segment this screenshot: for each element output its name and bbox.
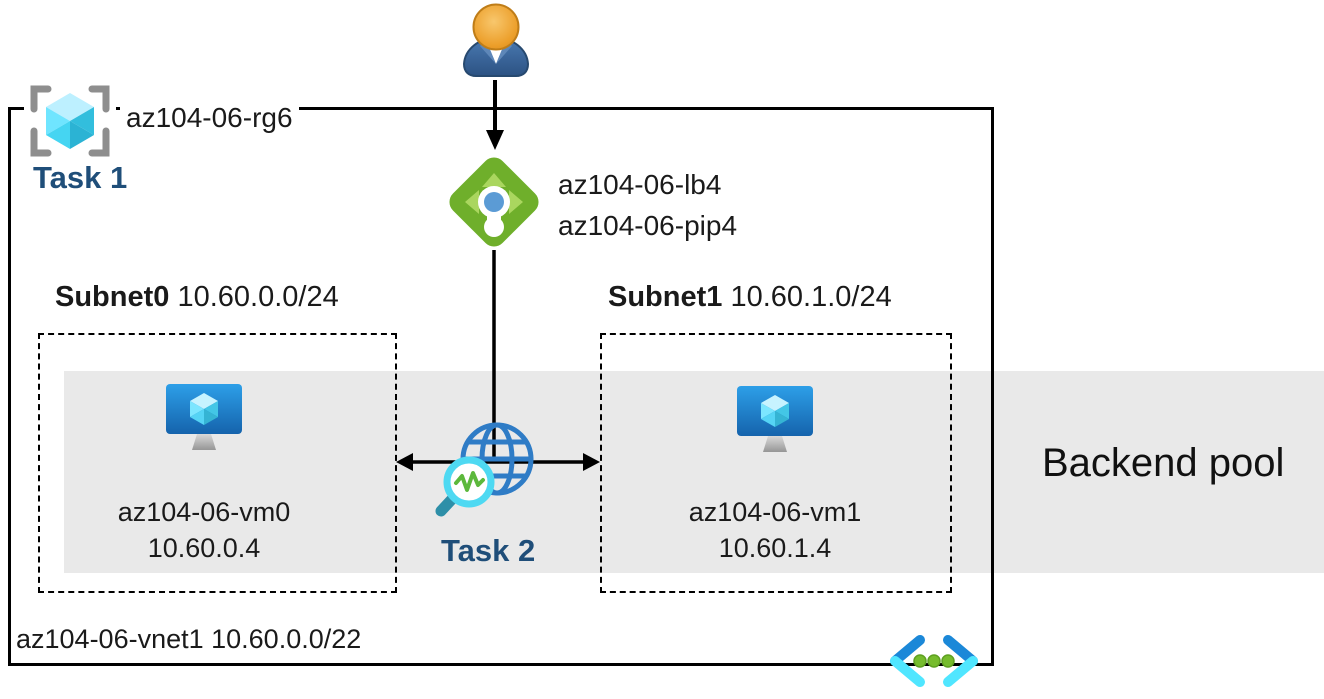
network-watcher-icon	[435, 422, 534, 517]
load-balancer-labels: az104-06-lb4 az104-06-pip4	[558, 164, 737, 246]
vm1-labels: az104-06-vm1 10.60.1.4	[645, 494, 905, 566]
virtual-machine-icon	[737, 386, 813, 452]
backend-pool-label: Backend pool	[1042, 441, 1285, 485]
subnet0-label: Subnet0 10.60.0.0/24	[55, 281, 339, 314]
vnet-boundary-rect	[8, 107, 994, 666]
vm1-name: az104-06-vm1	[688, 497, 862, 527]
subnet1-name: Subnet1	[608, 281, 723, 313]
subnet1-box	[600, 333, 952, 593]
virtual-machine-icon	[166, 384, 242, 450]
vnet-label: az104-06-vnet1 10.60.0.0/22	[16, 624, 362, 654]
subnet0-box	[38, 333, 397, 593]
vm0-name: az104-06-vm0	[117, 497, 291, 527]
subnet0-name: Subnet0	[55, 281, 170, 313]
task1-label: Task 1	[33, 160, 128, 195]
load-balancer-name: az104-06-lb4	[558, 169, 722, 200]
user-icon	[462, 3, 530, 77]
load-balancer-icon	[449, 157, 539, 247]
vm0-ip: 10.60.0.4	[147, 533, 261, 563]
subnet0-cidr: 10.60.0.0/24	[177, 281, 339, 313]
subnet1-cidr: 10.60.1.0/24	[730, 281, 892, 313]
vm0-labels: az104-06-vm0 10.60.0.4	[74, 494, 334, 566]
resource-group-label: az104-06-rg6	[120, 103, 299, 133]
virtual-network-icon	[890, 635, 978, 687]
resource-group-icon	[24, 84, 116, 158]
task2-label: Task 2	[441, 533, 536, 568]
vm1-ip: 10.60.1.4	[718, 533, 832, 563]
public-ip-name: az104-06-pip4	[558, 210, 738, 241]
subnet1-label: Subnet1 10.60.1.0/24	[608, 281, 892, 314]
backend-pool-band	[64, 371, 1324, 573]
